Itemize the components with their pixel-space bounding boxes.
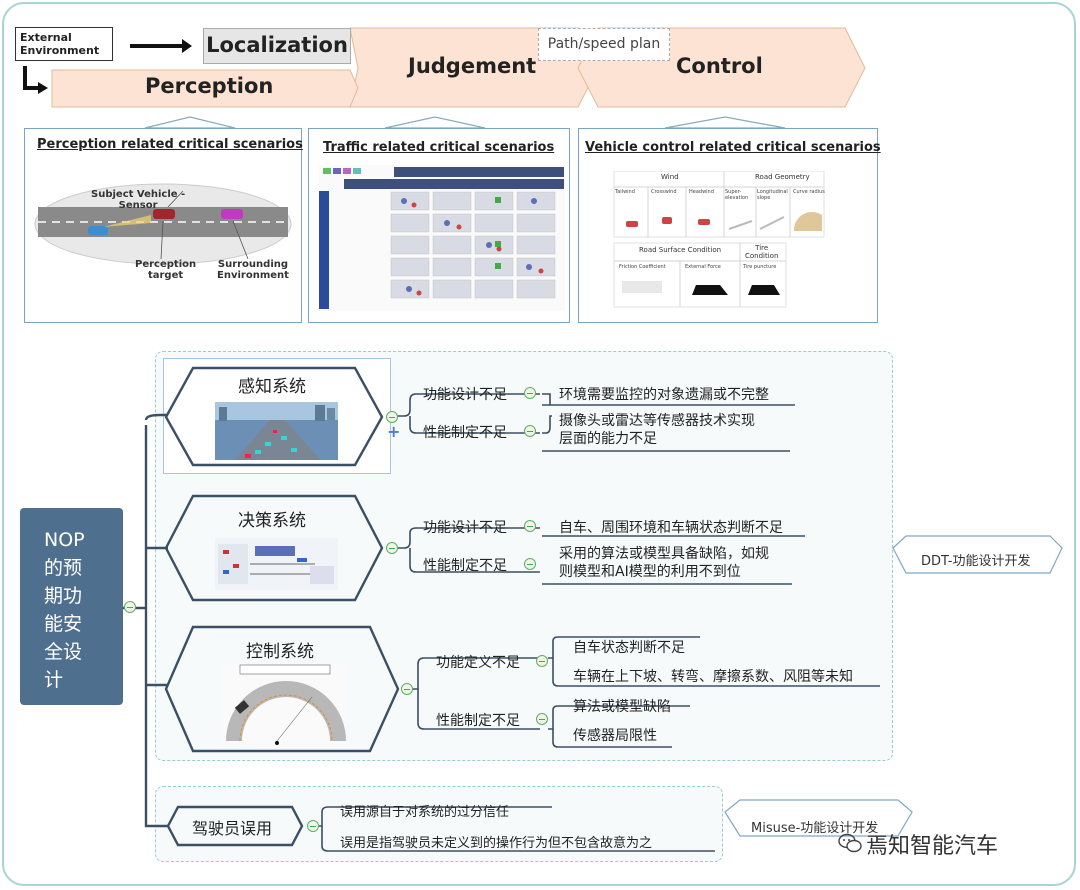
- perception-branch-1[interactable]: 功能设计不足: [423, 387, 507, 403]
- subject-vehicle-label: Subject Vehicle - Sensor: [91, 189, 186, 211]
- driver-misuse-box: [155, 786, 723, 862]
- decision-collapse-icon[interactable]: [386, 542, 398, 554]
- collapse-icon[interactable]: [536, 655, 548, 667]
- control-leaf-2[interactable]: 车辆在上下坡、转弯、摩擦系数、风阻等未知: [573, 669, 853, 685]
- control-curve-image: [222, 663, 346, 747]
- collapse-icon[interactable]: [124, 601, 136, 613]
- perception-leaf-2[interactable]: 摄像头或雷达等传感器技术实现 层面的能力不足: [559, 413, 755, 447]
- driver-misuse-title[interactable]: 驾驶员误用: [192, 819, 273, 838]
- col-superelevation: Super- elevation: [725, 189, 749, 201]
- perception-road-photo: [215, 402, 338, 460]
- collapse-icon[interactable]: [524, 558, 536, 570]
- perception-collapse-icon[interactable]: [386, 411, 398, 423]
- decision-leaf-1[interactable]: 自车、周围环境和车辆状态判断不足: [559, 520, 783, 536]
- flow-arrows: [23, 27, 866, 129]
- perception-card-title: Perception related critical scenarios: [37, 137, 303, 152]
- collapse-icon[interactable]: [524, 425, 536, 437]
- col-crosswind: Crosswind: [651, 189, 677, 195]
- col-longitudinal: Longitudinal slope: [757, 189, 788, 201]
- wind-header: Wind: [661, 173, 679, 181]
- decision-branch-1[interactable]: 功能设计不足: [423, 520, 507, 536]
- surrounding-car-icon: [221, 209, 243, 219]
- decision-branch-2[interactable]: 性能制定不足: [423, 558, 507, 574]
- col-tire-puncture: Tire puncture: [743, 264, 777, 270]
- control-leaf-4[interactable]: 传感器局限性: [573, 728, 657, 744]
- control-branch-1[interactable]: 功能定义不足: [436, 655, 520, 671]
- decision-leaf-2[interactable]: 采用的算法或模型具备缺陷，如规 则模型和AI模型的利用不到位: [559, 546, 769, 580]
- control-label: Control: [676, 54, 763, 78]
- arrow-to-localization: [130, 39, 192, 53]
- driver-leaf-2[interactable]: 误用是指驾驶员未定义到的操作行为但不包含故意为之: [340, 836, 653, 851]
- traffic-scenario-table: [319, 165, 565, 311]
- root-line-5: 计: [44, 669, 64, 691]
- col-external-force: External Force: [685, 264, 721, 270]
- tire-condition-header: Tire Condition: [745, 244, 779, 260]
- collapse-icon[interactable]: [524, 520, 536, 532]
- traffic-scenarios-card: Traffic related critical scenarios: [308, 128, 570, 323]
- surrounding-env-label: Surrounding Environment: [217, 259, 289, 281]
- perception-leaf-1[interactable]: 环境需要监控的对象遗漏或不完整: [559, 387, 769, 403]
- col-headwind: Headwind: [689, 189, 714, 195]
- external-environment-box: External Environment: [15, 27, 113, 61]
- control-system-title[interactable]: 控制系统: [246, 642, 314, 662]
- hex-perception: [164, 366, 384, 467]
- perception-scenarios-card: Perception related critical scenarios Su…: [24, 128, 303, 323]
- decision-diagram-image: [215, 538, 338, 590]
- hex-driver: [166, 805, 304, 847]
- control-leaf-1[interactable]: 自车状态判断不足: [573, 640, 685, 656]
- control-leaf-3[interactable]: 算法或模型缺陷: [573, 699, 671, 715]
- hex-control: [164, 625, 400, 753]
- control-branch-2[interactable]: 性能制定不足: [436, 713, 520, 729]
- perception-road-illustration: [34, 183, 292, 265]
- root-line-0: NOP: [44, 529, 85, 551]
- root-line-4: 全设: [44, 641, 83, 663]
- driver-collapse-icon[interactable]: [307, 820, 319, 832]
- ddt-tag[interactable]: DDT-功能设计开发: [921, 554, 1031, 569]
- perception-chevron: [51, 69, 359, 108]
- decision-system-title[interactable]: 决策系统: [238, 511, 306, 531]
- subject-car-icon: [88, 226, 108, 235]
- wechat-icon: [838, 832, 862, 854]
- root-line-1: 的预: [44, 557, 83, 579]
- perception-label: Perception: [145, 74, 274, 98]
- traffic-card-title: Traffic related critical scenarios: [323, 140, 555, 155]
- watermark-text: 焉知智能汽车: [866, 834, 999, 859]
- target-car-icon: [153, 209, 175, 219]
- vehicle-card-title: Vehicle control related critical scenari…: [585, 140, 881, 155]
- perception-target-label: Perception target: [135, 259, 197, 281]
- collapse-icon[interactable]: [524, 387, 536, 399]
- col-friction: Friction Coefficient: [619, 264, 666, 270]
- vehicle-control-scenarios-card: Vehicle control related critical scenari…: [578, 128, 881, 323]
- control-collapse-icon[interactable]: [401, 683, 413, 695]
- judgement-label: Judgement: [408, 54, 537, 78]
- col-tailwind: Tailwind: [615, 189, 635, 195]
- road-surface-header: Road Surface Condition: [639, 246, 722, 254]
- localization-box: Localization: [203, 28, 351, 64]
- collapse-icon[interactable]: [536, 713, 548, 725]
- root-line-3: 能安: [44, 613, 83, 635]
- perception-branch-2[interactable]: 性能制定不足: [423, 425, 507, 441]
- hex-decision: [164, 494, 384, 602]
- expand-plus-icon[interactable]: +: [387, 422, 401, 441]
- road-geometry-header: Road Geometry: [755, 173, 810, 181]
- misuse-tag[interactable]: Misuse-功能设计开发: [751, 821, 879, 836]
- path-speed-plan-box: Path/speed plan: [538, 28, 670, 61]
- arrow-to-perception: [23, 66, 40, 90]
- nop-root-node[interactable]: NOP 的预 期功 能安 全设 计: [20, 508, 123, 705]
- root-line-2: 期功: [44, 585, 83, 607]
- col-curve-radius: Curve radius: [793, 189, 825, 195]
- driver-leaf-1[interactable]: 误用源自于对系统的过分信任: [340, 805, 510, 820]
- vehicle-scenario-table: [594, 171, 826, 311]
- mindmap-lines: [123, 366, 1063, 852]
- perception-system-title[interactable]: 感知系统: [238, 377, 306, 397]
